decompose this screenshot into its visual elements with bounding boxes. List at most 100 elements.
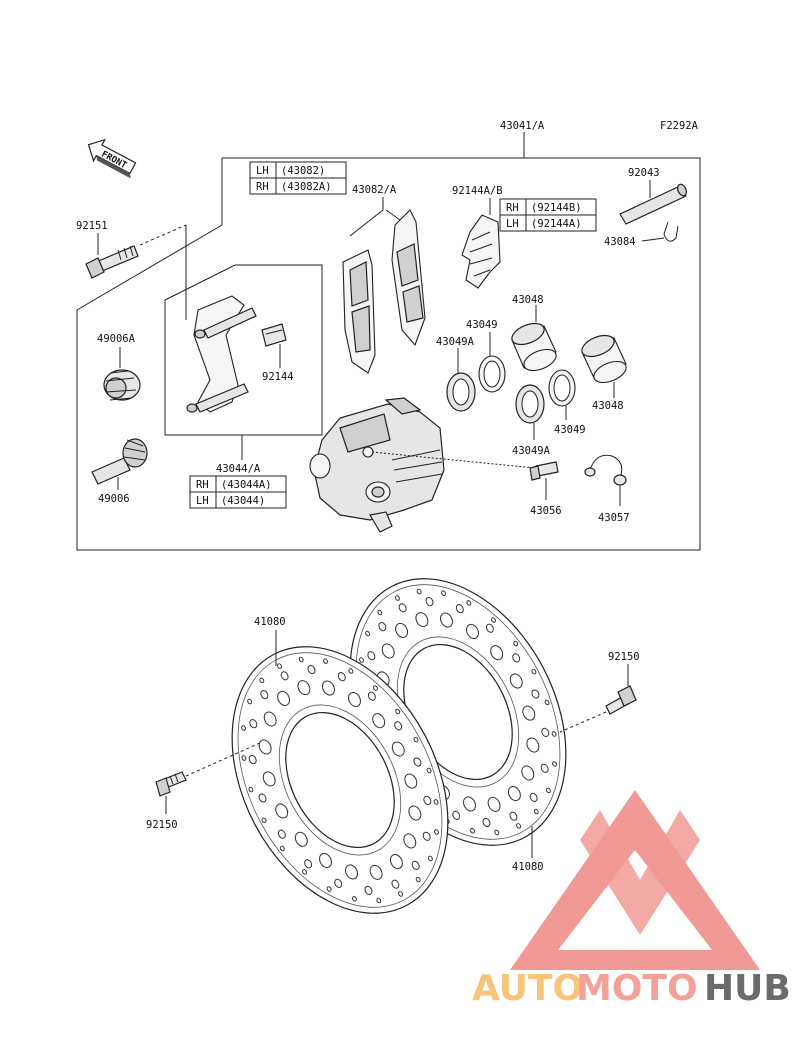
disc-vent-hole [369, 864, 383, 880]
piston-43048-b [581, 334, 627, 384]
disc-vent-hole [463, 796, 476, 812]
label-92150-left: 92150 [146, 819, 178, 831]
disc-vent-hole [423, 795, 432, 805]
disc-vent-hole [262, 771, 276, 787]
disc-vent-hole [348, 691, 361, 707]
disc-vent-hole [470, 828, 475, 834]
disc-vent-hole [422, 831, 431, 841]
piston-43048-a [511, 322, 557, 372]
disc-vent-hole [526, 737, 540, 753]
disc-vent-hole [541, 727, 550, 737]
table-43044-side-2: LH [196, 495, 209, 507]
bleeder-cap-43057 [584, 454, 627, 486]
disc-vent-hole [381, 643, 395, 659]
disc-vent-hole [441, 590, 446, 596]
disc-vent-hole [491, 617, 496, 623]
disc-vent-hole [507, 786, 521, 802]
caliper-group-outline [76, 157, 701, 551]
label-43048-top: 43048 [512, 294, 544, 306]
disc-vent-hole [440, 612, 453, 628]
disc-vent-hole [276, 663, 282, 669]
table-92144-side-1: RH [506, 202, 519, 214]
disc-vent-hole [359, 657, 364, 663]
disc-vent-hole [413, 736, 419, 743]
disc-vent-hole [540, 763, 549, 773]
table-92144-num-1: (92144B) [531, 202, 582, 214]
disc-vent-hole [372, 713, 386, 729]
pad-spring-92144 [261, 323, 287, 347]
disc-vent-hole [494, 829, 500, 836]
disc-vent-hole [485, 623, 494, 633]
table-43044: RH (43044A) LH (43044) [189, 475, 287, 509]
boot-49006A [103, 369, 141, 401]
seal-43049-b [548, 369, 576, 407]
disc-vent-hole [389, 854, 403, 870]
caliper-holder [186, 295, 257, 413]
disc-vent-hole [337, 672, 346, 682]
disc-vent-hole [415, 612, 429, 628]
bleeder-valve-43056 [529, 461, 559, 481]
brake-pad-right [391, 209, 426, 347]
logo-m-shape [580, 810, 700, 935]
label-43056: 43056 [530, 505, 562, 517]
disc-vent-hole [323, 658, 328, 664]
disc-vent-hole [509, 673, 523, 689]
label-92144: 92144 [262, 371, 294, 383]
disc-vent-hole [394, 595, 400, 601]
table-92144-side-2: LH [506, 218, 519, 230]
table-92144: RH (92144B) LH (92144A) [499, 198, 597, 232]
disc-vent-hole [544, 699, 550, 706]
disc-vent-hole [298, 656, 304, 663]
disc-vent-hole [277, 829, 286, 839]
disc-vent-hole [521, 765, 535, 781]
disc-vent-hole [352, 896, 357, 902]
disc-vent-hole [345, 864, 358, 880]
disc-vent-hole [297, 680, 311, 696]
disc-vent-hole [516, 823, 522, 829]
disc-vent-hole [241, 755, 247, 761]
label-92151: 92151 [76, 220, 108, 232]
label-43084: 43084 [604, 236, 636, 248]
label-92144AB: 92144A/B [452, 185, 503, 197]
disc-vent-hole [395, 622, 409, 638]
disc-vent-hole [533, 808, 539, 815]
disc-vent-hole [259, 677, 265, 684]
disc-vent-hole [398, 891, 404, 897]
holder-group-outline [164, 264, 323, 436]
table-43082-num-2: (43082A) [281, 181, 332, 193]
disc-vent-hole [434, 829, 439, 835]
disc-vent-hole [248, 786, 254, 793]
table-92144-num-2: (92144A) [531, 218, 582, 230]
disc-vent-hole [248, 755, 257, 765]
disc-vent-hole [367, 691, 376, 701]
disc-vent-hole [378, 622, 387, 632]
brake-disc-left [231, 646, 449, 914]
disc-vent-hole [466, 623, 479, 639]
brake-pad-left [342, 249, 376, 374]
disc-vent-hole [490, 645, 504, 661]
disc-vent-hole [249, 719, 258, 729]
disc-vent-hole [394, 721, 403, 731]
disc-vent-hole [487, 796, 501, 812]
disc-vent-hole [531, 668, 537, 675]
disc-vent-hole [427, 855, 433, 862]
disc-vent-hole [277, 690, 291, 706]
disc-vent-hole [258, 793, 267, 803]
disc-vent-hole [455, 604, 464, 614]
slide-pin-92043 [619, 183, 688, 225]
bolt-92151 [85, 245, 139, 279]
disc-vent-hole [294, 831, 308, 847]
disc-bolt-left [155, 771, 187, 797]
pin-49006 [91, 438, 148, 485]
disc-vent-hole [365, 630, 371, 637]
label-43048-right: 43048 [592, 400, 624, 412]
disc-vent-hole [403, 833, 417, 849]
disc-vent-hole [304, 859, 313, 869]
disc-vent-hole [260, 690, 269, 700]
disc-vent-hole [529, 792, 538, 802]
disc-vent-hole [509, 811, 518, 821]
disc-vent-hole [377, 609, 383, 616]
disc-vent-hole [376, 897, 382, 904]
disc-vent-hole [280, 671, 289, 681]
label-43041: 43041/A [500, 120, 545, 132]
